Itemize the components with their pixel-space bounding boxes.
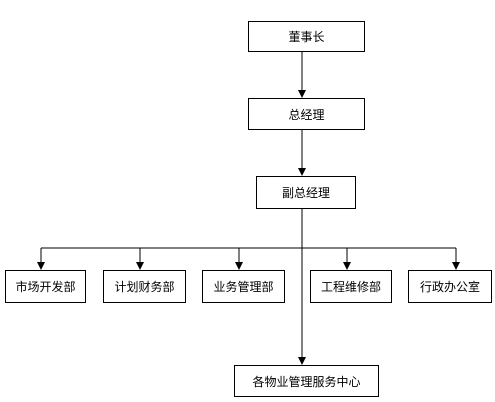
general-manager-box: 总经理: [248, 98, 365, 130]
general-manager-label: 总经理: [288, 107, 325, 122]
chairman-label: 董事长: [288, 30, 325, 44]
department-label: 计划财务部: [114, 280, 175, 294]
deputy-general-manager-label: 副总经理: [281, 186, 330, 200]
department-label: 市场开发部: [15, 280, 76, 294]
deputy-general-manager-box: 副总经理: [256, 176, 356, 209]
chairman-box: 董事长: [248, 21, 365, 52]
department-market-development-box: 市场开发部: [5, 270, 86, 303]
department-administration-office-box: 行政办公室: [408, 270, 492, 303]
department-label: 业务管理部: [213, 280, 274, 294]
department-label: 行政办公室: [419, 280, 480, 294]
department-planning-finance-box: 计划财务部: [103, 270, 186, 303]
department-label: 工程维修部: [320, 280, 381, 294]
department-engineering-maintenance-box: 工程维修部: [310, 270, 392, 303]
department-business-management-box: 业务管理部: [202, 270, 285, 303]
property-service-center-label: 各物业管理服务中心: [252, 374, 361, 389]
property-service-center-box: 各物业管理服务中心: [234, 365, 379, 397]
